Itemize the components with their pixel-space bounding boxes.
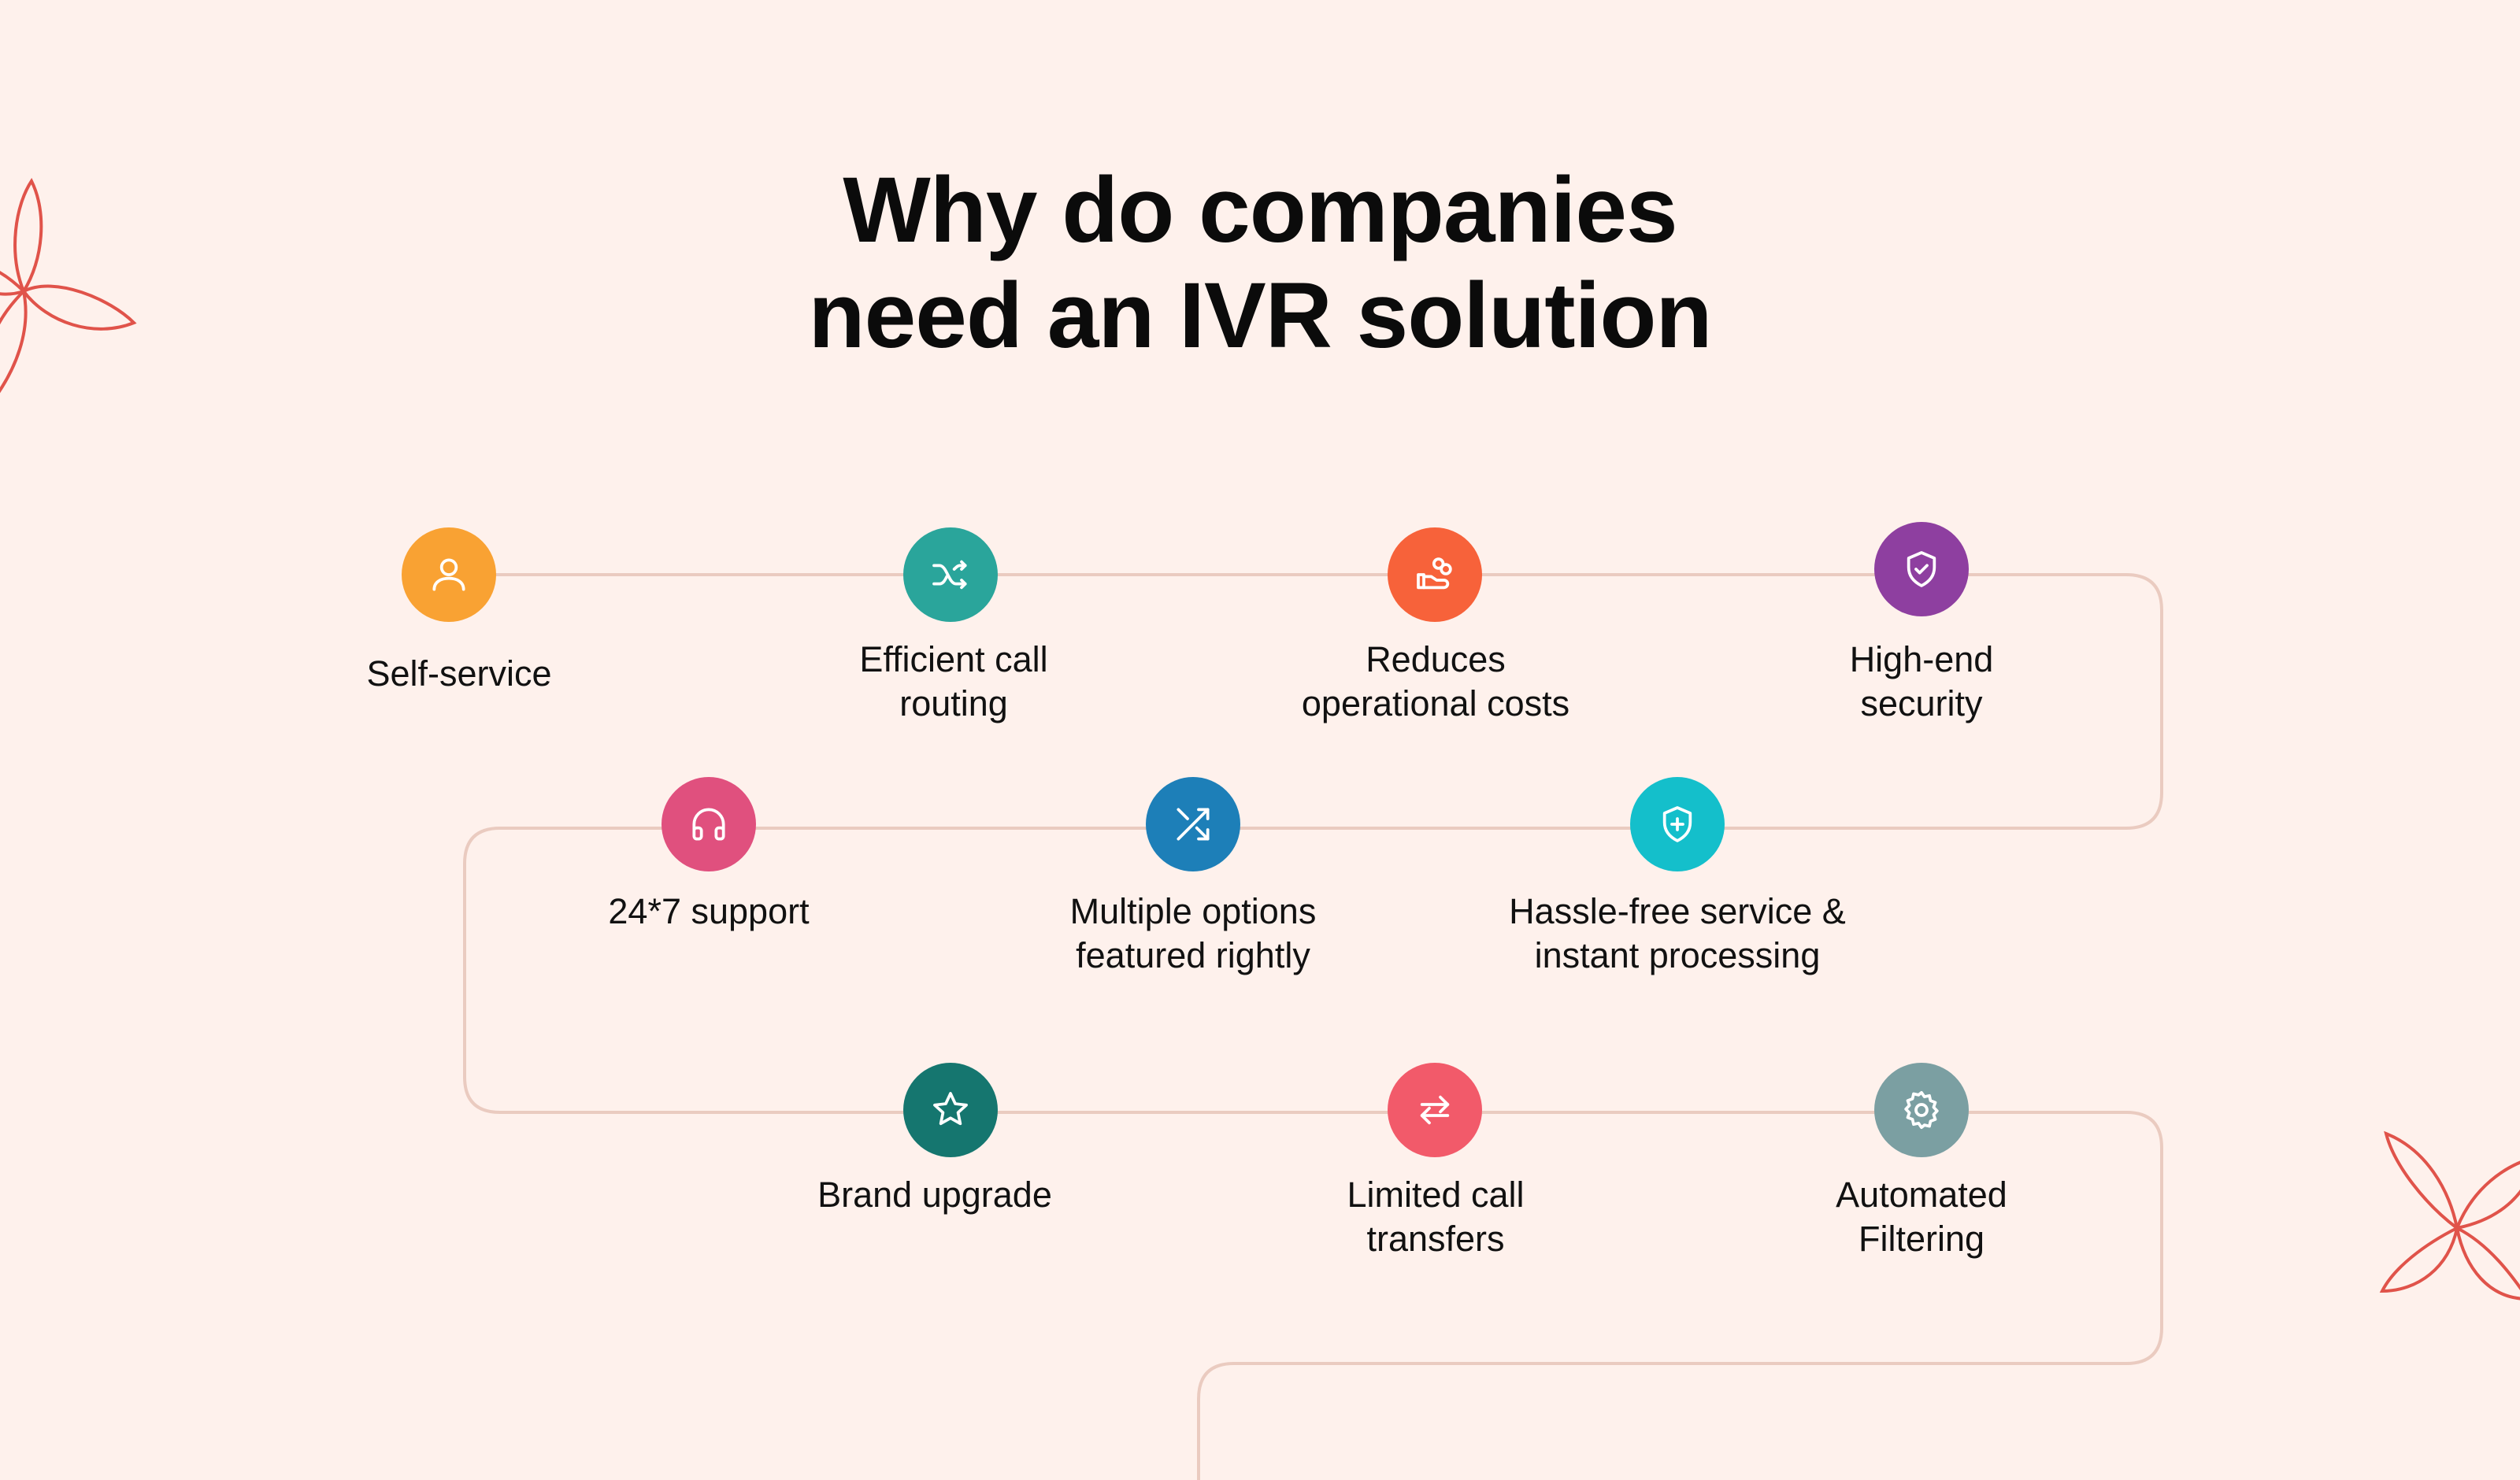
- step-node-limited-call-transfers: [1388, 1063, 1482, 1157]
- step-label-line-1: High-end: [1849, 639, 1994, 679]
- step-label-brand-upgrade: Brand upgrade: [683, 1173, 1187, 1217]
- step-node-efficient-call-routing: [903, 527, 998, 622]
- flower-decoration-left: [0, 178, 137, 394]
- step-label-line-1: 24*7 support: [608, 891, 810, 931]
- step-node-brand-upgrade: [903, 1063, 998, 1157]
- step-label-line-1: Automated: [1836, 1175, 2007, 1215]
- title-line-1: Why do companies: [843, 158, 1677, 262]
- step-label-line-2: transfers: [1366, 1219, 1505, 1259]
- step-label-self-service: Self-service: [207, 652, 711, 696]
- headphones-icon: [692, 808, 725, 841]
- step-label-reduces-costs: Reduces operational costs: [1184, 638, 1688, 726]
- flower-decoration-right: [2379, 1130, 2520, 1301]
- gear-icon: [1904, 1090, 1939, 1130]
- step-label-line-2: routing: [899, 683, 1008, 723]
- step-node-high-end-security: [1874, 522, 1969, 616]
- step-label-line-2: Filtering: [1858, 1219, 1985, 1259]
- user-icon: [432, 558, 465, 591]
- step-label-line-2: operational costs: [1301, 683, 1570, 723]
- step-node-self-service: [402, 527, 496, 622]
- step-label-line-1: Reduces: [1366, 639, 1506, 679]
- transfer-icon: [1420, 1095, 1450, 1125]
- step-node-reduces-costs: [1388, 527, 1482, 622]
- step-node-hassle-free-service: [1630, 777, 1725, 871]
- step-label-limited-call-transfers: Limited call transfers: [1184, 1173, 1688, 1261]
- step-node-multiple-options: [1146, 777, 1240, 871]
- step-label-line-1: Efficient call: [859, 639, 1048, 679]
- shield-plus-icon: [1662, 806, 1692, 842]
- step-label-line-1: Multiple options: [1069, 891, 1317, 931]
- step-label-line-1: Hassle-free service &: [1509, 891, 1846, 931]
- step-label-multiple-options: Multiple options featured rightly: [941, 890, 1445, 978]
- step-node-automated-filtering: [1874, 1063, 1969, 1157]
- step-label-line-1: Brand upgrade: [817, 1175, 1052, 1215]
- step-node-24x7-support: [662, 777, 756, 871]
- star-icon: [933, 1092, 968, 1126]
- split-arrows-icon: [1177, 808, 1210, 841]
- step-label-line-2: featured rightly: [1076, 935, 1310, 975]
- title-line-2: need an IVR solution: [808, 264, 1713, 368]
- shield-check-icon: [1907, 551, 1936, 587]
- step-label-automated-filtering: Automated Filtering: [1670, 1173, 2174, 1261]
- step-label-line-1: Self-service: [366, 653, 552, 694]
- step-label-high-end-security: High-end security: [1670, 638, 2174, 726]
- money-hand-icon: [1417, 557, 1452, 590]
- step-label-24x7-support: 24*7 support: [457, 890, 961, 934]
- page-title: Why do companies need an IVR solution: [472, 157, 2048, 368]
- step-label-hassle-free-service: Hassle-free service & instant processing: [1425, 890, 1929, 978]
- step-label-line-1: Limited call: [1347, 1175, 1525, 1215]
- step-label-line-2: instant processing: [1534, 935, 1821, 975]
- step-label-line-2: security: [1860, 683, 1983, 723]
- step-label-efficient-call-routing: Efficient call routing: [702, 638, 1206, 726]
- connector-path: [449, 573, 2163, 1480]
- shuffle-icon: [932, 560, 967, 590]
